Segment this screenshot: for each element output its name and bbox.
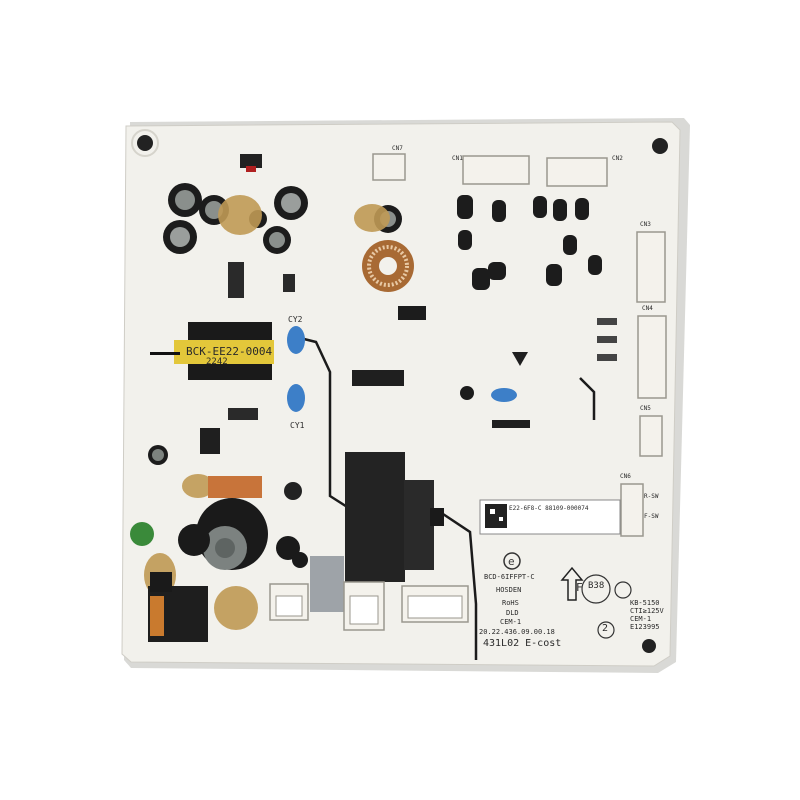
diodes — [228, 262, 617, 420]
toroid-inductor — [362, 240, 414, 292]
rating-line: KB-5150 — [630, 599, 660, 607]
transistors — [398, 195, 602, 320]
glue — [144, 195, 390, 630]
rohs-label: RoHS — [502, 599, 519, 607]
date-label: 20.22.436.09.00.18 — [479, 628, 555, 636]
cn-label: CN5 — [640, 405, 651, 412]
code-label: 431L02 E-cost — [483, 638, 562, 649]
cn-label: CN3 — [640, 221, 651, 228]
rating-line: CEM-1 — [630, 615, 652, 623]
sw-label: R-SW — [644, 493, 659, 500]
blue-capacitors — [287, 326, 517, 412]
model-label: BCD-6IFFPT-C — [484, 573, 535, 581]
rating-line: E123995 — [630, 623, 660, 631]
bulk-capacitor — [178, 476, 308, 570]
sw-label: F-SW — [644, 513, 659, 520]
brand-label: HOSDEN — [496, 586, 522, 594]
choke — [130, 522, 208, 642]
circle-number: 2 — [602, 623, 609, 634]
rating-line: CTI≥125V — [630, 607, 664, 615]
cy1-label: CY1 — [290, 421, 305, 430]
cn-label: CN6 — [620, 473, 631, 480]
cy2-label: CY2 — [288, 315, 303, 324]
transformer — [150, 322, 274, 380]
f-label: F — [576, 581, 583, 594]
relay — [345, 452, 444, 582]
transformer-label: BCK-EE22-0004 — [186, 345, 273, 358]
qr-code — [485, 504, 507, 528]
cn-label: CN1 — [452, 155, 463, 162]
svg-text:e: e — [508, 555, 515, 568]
transformer-sub-label: 2242 — [206, 357, 228, 367]
cn-label: CN4 — [642, 305, 653, 312]
cn-label: CN2 — [612, 155, 623, 162]
rating-block: KB-5150 CTI≥125V CEM-1 E123995 — [630, 600, 664, 631]
b38-label: B38 — [588, 581, 605, 591]
ic-chip — [200, 428, 220, 454]
mounting-holes — [131, 129, 668, 653]
dld-label: DLD — [506, 609, 519, 617]
qr-text: E22-6F8-C 88109-000074 — [509, 505, 589, 512]
cn-label: CN7 — [392, 145, 403, 152]
cem-label: CEM-1 — [500, 618, 522, 626]
